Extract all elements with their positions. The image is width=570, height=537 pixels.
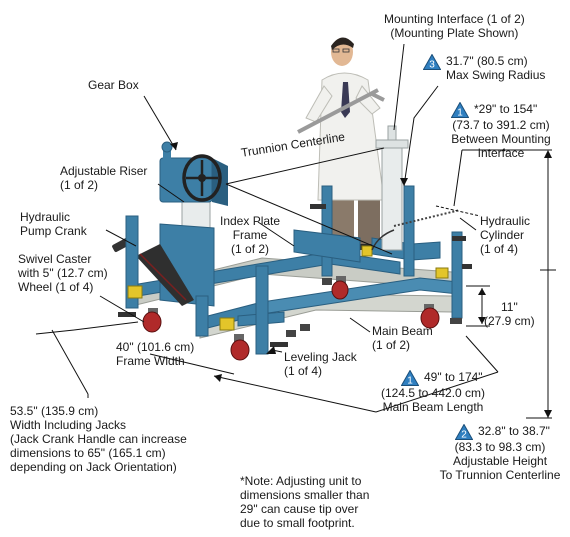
person-icon: [297, 37, 385, 250]
label-hydraulic-cylinder: Hydraulic Cylinder (1 of 4): [480, 214, 531, 256]
label-width-including-jacks: 53.5" (135.9 cm) Width Including Jacks (…: [10, 404, 187, 474]
label-index-plate-frame: Index Plate Frame (1 of 2): [220, 214, 281, 256]
label-frame-width: 40" (101.6 cm) Frame Width: [116, 340, 195, 368]
triangle-badge-icon: 2: [455, 424, 473, 440]
label-adjustable-riser: Adjustable Riser (1 of 2): [60, 164, 148, 192]
label-hydraulic-pump-crank: Hydraulic Pump Crank: [20, 210, 87, 238]
label-main-beam: Main Beam (1 of 2): [372, 324, 433, 352]
triangle-badge-icon: 1: [451, 102, 469, 118]
label-adjustable-height: (83.3 to 98.3 cm) Adjustable Height To T…: [439, 440, 561, 482]
arrowheads: [170, 142, 552, 418]
label-11-inch: 11" (27.9 cm): [484, 300, 535, 328]
label-leveling-jack: Leveling Jack (1 of 4): [284, 350, 357, 378]
label-between-mounting-top: *29" to 154": [474, 102, 538, 116]
leader-lines: [35, 43, 556, 419]
stand-drawing: [112, 37, 472, 361]
svg-text:3: 3: [429, 60, 435, 71]
label-note: *Note: Adjusting unit to dimensions smal…: [240, 474, 370, 530]
label-main-beam-length-top: 49" to 174": [424, 370, 483, 384]
label-between-mounting: (73.7 to 391.2 cm) Between Mounting Inte…: [451, 118, 551, 160]
triangle-badge-icon: 1: [401, 370, 419, 386]
caster-wheels: [142, 276, 440, 361]
triangle-badge-icon: 3: [423, 54, 441, 70]
label-gear-box: Gear Box: [88, 78, 139, 92]
label-swivel-caster: Swivel Caster with 5" (12.7 cm) Wheel (1…: [18, 252, 108, 294]
label-max-swing-radius: 31.7" (80.5 cm) Max Swing Radius: [446, 54, 546, 82]
svg-text:1: 1: [407, 376, 413, 387]
label-main-beam-length: (124.5 to 442.0 cm) Main Beam Length: [380, 386, 486, 414]
steering-wheel-icon: [182, 154, 222, 202]
label-mounting-interface: Mounting Interface (1 of 2) (Mounting Pl…: [384, 12, 525, 40]
svg-text:1: 1: [457, 108, 463, 119]
label-adjustable-height-top: 32.8" to 38.7": [478, 424, 550, 438]
svg-text:2: 2: [461, 430, 467, 441]
